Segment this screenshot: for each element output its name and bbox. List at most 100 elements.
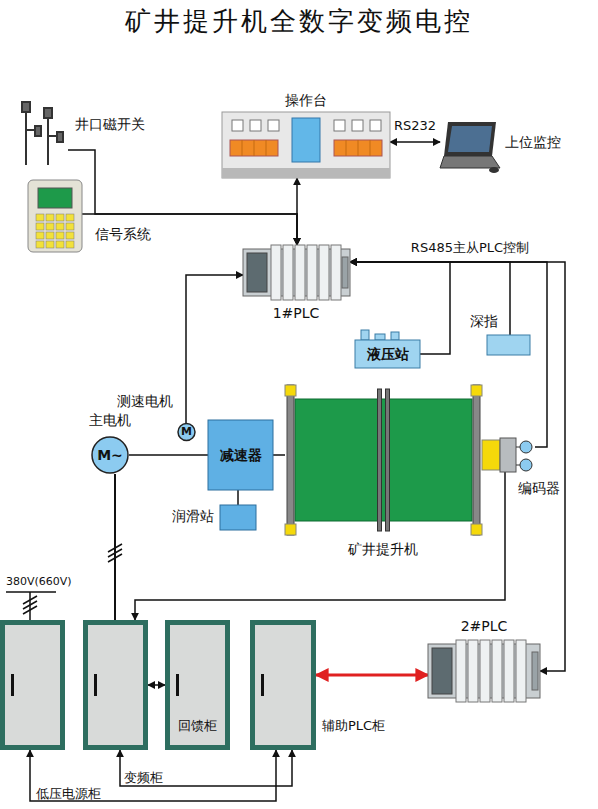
drawing-line	[254, 140, 255, 156]
drawing-rect	[94, 674, 97, 696]
drawing-rect	[66, 223, 74, 230]
drawing-rect	[232, 120, 243, 131]
drawing-rect	[220, 505, 256, 530]
equipment-node: 井口磁开关	[18, 100, 68, 165]
node-label: 变频柜	[124, 770, 163, 786]
data-link	[316, 674, 428, 677]
drawing-rect	[352, 120, 363, 131]
equipment-node: 测速电机M	[177, 423, 196, 441]
node-label: 操作台	[285, 92, 327, 109]
equipment-node: 低压电源柜	[0, 620, 65, 750]
drawing-circle	[92, 437, 128, 473]
equipment-node: 1#PLC	[243, 245, 350, 300]
drawing-rect	[532, 652, 538, 690]
node-label: M	[181, 425, 192, 438]
drawing-rect	[36, 214, 44, 221]
equipment-shape	[440, 122, 500, 172]
drawing-rect	[355, 340, 420, 368]
drawing-line	[370, 140, 371, 156]
equipment-node: 辅助PLC柜	[250, 620, 316, 750]
drawing-rect	[222, 168, 390, 178]
drawing-rect	[432, 648, 452, 694]
equipment-shape	[220, 505, 256, 530]
drawing-rect	[492, 640, 502, 702]
node-label: 信号系统	[95, 226, 151, 243]
drawing-line	[25, 104, 27, 165]
drawing-rect	[11, 674, 14, 696]
node-label: 深指	[470, 313, 498, 330]
drawing-rect	[295, 245, 305, 300]
drawing-rect	[487, 335, 530, 355]
node-label: 辅助PLC柜	[322, 718, 385, 734]
connector-line	[114, 474, 116, 620]
connector-line	[273, 454, 285, 456]
drawing-rect	[482, 440, 500, 470]
drawing-circle	[520, 459, 532, 471]
drawing-rect	[285, 524, 296, 535]
drawing-rect	[480, 640, 490, 702]
equipment-node: 主电机M~	[91, 436, 129, 474]
drawing-rect	[66, 214, 74, 221]
node-label: 测速电机	[117, 393, 173, 410]
drawing-line	[6, 591, 56, 593]
drawing-rect	[334, 120, 345, 131]
drawing-rect	[287, 385, 294, 535]
drawing-rect	[35, 126, 41, 136]
drawing-rect	[319, 245, 329, 300]
drawing-rect	[56, 223, 64, 230]
drawing-rect	[3, 623, 63, 748]
drawing-circle	[520, 441, 532, 453]
connector-line	[30, 750, 276, 801]
drawing-rect	[66, 241, 74, 248]
drawing-rect	[38, 188, 72, 208]
drawing-rect	[307, 245, 317, 300]
drawing-line	[516, 447, 520, 448]
drawing-rect	[391, 332, 399, 340]
connector-line	[120, 750, 292, 786]
edge-label: RS485主从PLC控制	[409, 240, 531, 256]
equipment-node: 润滑站	[220, 505, 256, 530]
equipment-shape	[285, 385, 482, 535]
drawing-rect	[295, 399, 472, 521]
node-label: 主电机	[89, 412, 131, 429]
drawing-rect	[46, 241, 54, 248]
equipment-shape	[0, 620, 65, 750]
node-label: 矿井提升机	[348, 541, 418, 558]
drawing-line	[358, 140, 359, 156]
drawing-rect	[334, 140, 382, 156]
drawing-rect	[268, 120, 279, 131]
drawing-rect	[28, 180, 82, 252]
equipment-node: 变频柜	[83, 620, 148, 750]
drawing-rect	[250, 120, 261, 131]
drawing-line	[266, 140, 267, 156]
connector-line	[296, 178, 298, 245]
drawing-line	[346, 140, 347, 156]
equipment-node: 操作台	[222, 112, 390, 178]
connector-line	[148, 684, 165, 686]
equipment-node: 深指	[487, 335, 530, 355]
drawing-rect	[361, 330, 369, 340]
drawing-rect	[370, 120, 381, 131]
drawing-rect	[44, 108, 52, 118]
node-label: 2#PLC	[461, 618, 508, 635]
equipment-node: 信号系统	[28, 180, 82, 252]
drawing-rect	[342, 257, 348, 288]
drawing-rect	[22, 102, 30, 112]
equipment-node: 液压站	[355, 340, 420, 368]
drawing-rect	[46, 232, 54, 239]
supply-line	[6, 592, 56, 620]
connector-line	[390, 141, 440, 143]
drawing-g	[22, 102, 63, 165]
equipment-shape	[18, 100, 68, 165]
equipment-node: 编码器	[482, 438, 535, 472]
node-label: 编码器	[518, 480, 560, 497]
equipment-shape	[428, 640, 540, 702]
drawing-rect	[331, 245, 341, 300]
diagram-title: 矿井提升机全数字变频电控	[125, 4, 473, 39]
drawing-rect	[473, 385, 480, 535]
equipment-shape	[28, 180, 82, 252]
equipment-node: 2#PLC	[428, 640, 540, 702]
node-label: 1#PLC	[273, 305, 320, 322]
equipment-node: 回馈柜	[165, 620, 230, 750]
